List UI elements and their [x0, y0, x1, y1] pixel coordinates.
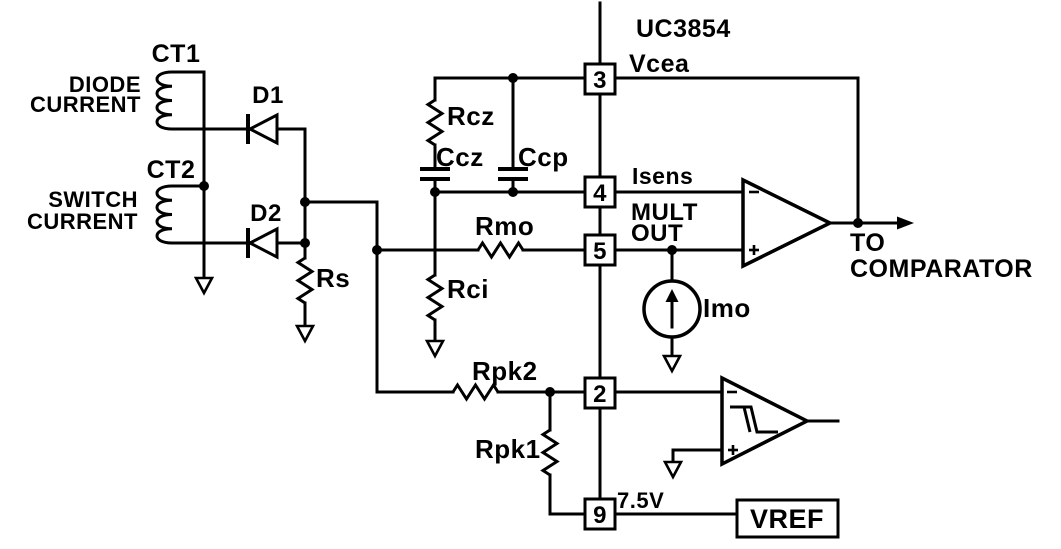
d1-label: D1 [252, 82, 284, 109]
ground-icon [661, 354, 683, 374]
ct1-label: CT1 [152, 40, 201, 68]
ct2-coil-icon [155, 184, 250, 245]
transformer-ct2 [155, 184, 250, 245]
ground-icon [294, 324, 316, 344]
pin-3-number: 3 [593, 67, 607, 94]
ic-name-label: UC3854 [636, 15, 731, 43]
hysteresis-icon [742, 406, 752, 433]
switch-current-label-line1: SWITCH [48, 187, 138, 212]
rci-label: Rci [447, 274, 489, 304]
resistor-rcz [425, 76, 445, 171]
diode-current-label-line1: DIODE [69, 72, 141, 97]
diode-d2 [246, 226, 307, 260]
ground-icon [424, 339, 446, 359]
to-comparator-label-line2: COMPARATOR [850, 255, 1033, 283]
pin-2-number: 2 [593, 381, 607, 408]
pin-9-box: 9 [583, 497, 617, 531]
vref-box [735, 498, 840, 539]
imo-label: Imo [703, 293, 751, 323]
rpk2-label: Rpk2 [472, 356, 538, 386]
pin-4-box: 4 [583, 175, 617, 209]
rmo-zigzag-icon [476, 240, 525, 260]
d2-triangle-icon [246, 226, 279, 260]
resistor-rpk1 [540, 390, 587, 516]
isens-label: Isens [632, 163, 693, 189]
d1-triangle-icon [246, 112, 279, 146]
pin-3-rect [583, 62, 617, 96]
to-comparator-label-line1: TO [850, 229, 885, 257]
ct2-label: CT2 [147, 156, 196, 184]
ccz-label: Ccz [436, 142, 484, 172]
comparator-plus-wire [671, 448, 724, 464]
resistor-rpk2 [451, 382, 500, 402]
pin-3-box: 3 [583, 62, 617, 96]
vcea-label: Vcea [629, 50, 690, 78]
ground-icon [662, 460, 684, 480]
pin-2-rect [583, 376, 617, 410]
junction-dot [199, 181, 209, 191]
junction-dot [545, 387, 555, 397]
transformer-ct1 [155, 70, 250, 131]
pin-4-rect [583, 175, 617, 209]
rpk1-lead-bottom [548, 473, 587, 516]
vref-label: VREF [750, 504, 824, 534]
mult-out-label-line2: OUT [631, 220, 683, 247]
resistor-rci [424, 190, 446, 359]
junction-dot [430, 187, 440, 197]
opamp-current-amp [741, 177, 914, 269]
rs-zigzag-icon [295, 256, 315, 305]
resistor-rmo [375, 240, 745, 260]
pin-2-box: 2 [583, 376, 617, 410]
hysteresis-icon [730, 405, 778, 434]
rpk1-zigzag-icon [540, 428, 560, 477]
rcz-label: Rcz [447, 101, 495, 131]
ct1-coil-icon [155, 70, 250, 131]
junction-dot [508, 73, 518, 83]
sense-routing-wire [303, 200, 455, 394]
junction-dot [372, 245, 382, 255]
switch-current-label-line2: CURRENT [27, 209, 138, 234]
d2-label: D2 [250, 200, 282, 227]
pin-5-rect [583, 233, 617, 267]
resistor-rs [294, 241, 316, 344]
pin-5-number: 5 [593, 238, 607, 265]
junction-dot [300, 238, 310, 248]
comparator-triangle-icon [720, 375, 811, 467]
vref-voltage-label: 7.5V [617, 488, 664, 513]
diode-current-label-line2: CURRENT [30, 92, 141, 117]
pin-9-number: 9 [593, 502, 607, 529]
opamp-triangle-icon [741, 177, 834, 269]
pin-9-rect [583, 497, 617, 531]
rcz-zigzag-icon [425, 98, 445, 147]
junction-dot [300, 197, 310, 207]
pin-5-box: 5 [583, 233, 617, 267]
ccp-label: Ccp [518, 142, 569, 172]
rpk2-zigzag-icon [451, 382, 500, 402]
imo-up-arrow-icon [665, 289, 679, 302]
opamp-peak-comparator [662, 375, 840, 480]
mult-out-label-line1: MULT [631, 199, 698, 226]
rs-label: Rs [316, 263, 350, 293]
ground-icon [193, 276, 215, 296]
capacitor-ccp [498, 76, 528, 194]
output-arrow-icon [897, 216, 914, 230]
current-source-imo [642, 248, 702, 374]
rmo-label: Rmo [475, 211, 534, 241]
rci-zigzag-icon [425, 273, 445, 322]
junction-dot [508, 187, 518, 197]
pin-4-number: 4 [593, 180, 607, 207]
junction-dot [853, 218, 863, 228]
diode-d1 [246, 112, 307, 146]
rpk1-label: Rpk1 [475, 434, 541, 464]
junction-dot [667, 245, 677, 255]
